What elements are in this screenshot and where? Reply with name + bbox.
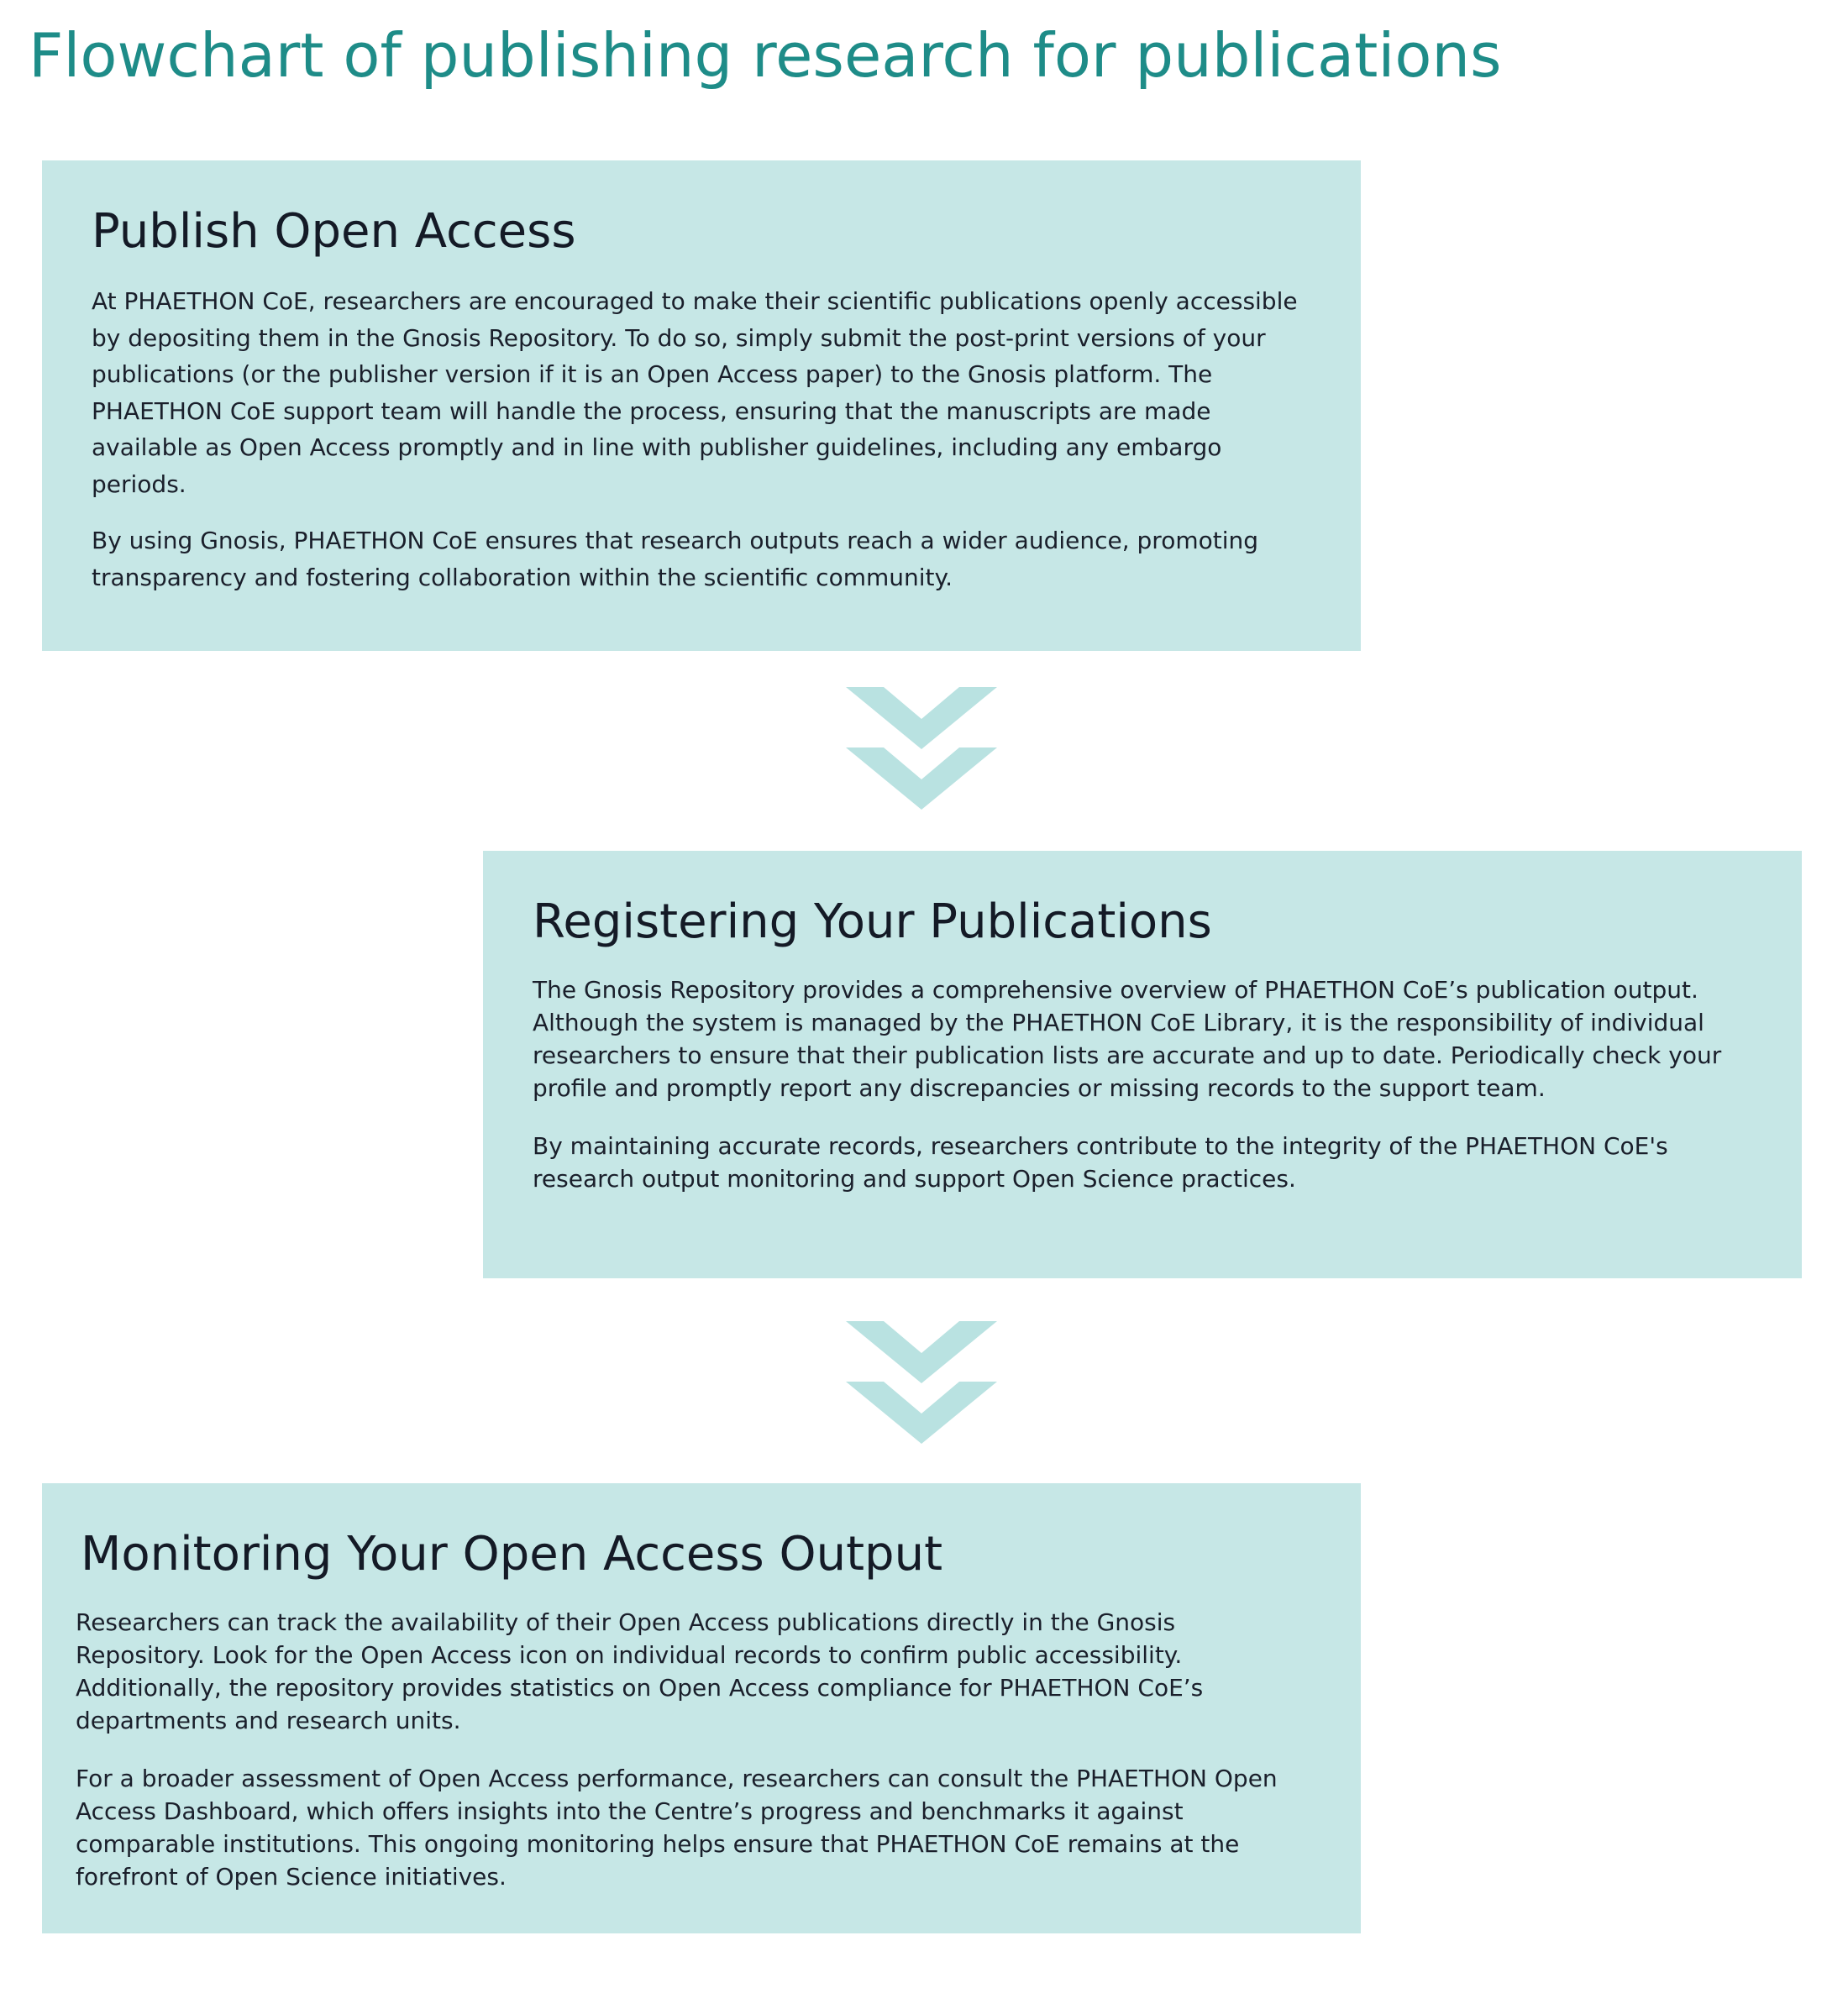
step-box-publish-open-access: Publish Open Access At PHAETHON CoE, res… — [42, 160, 1361, 651]
chevron-down-icon — [846, 687, 997, 749]
double-chevron-down-icon — [846, 1321, 997, 1444]
step-heading: Registering Your Publications — [533, 894, 1212, 949]
chevron-down-icon — [846, 1382, 997, 1444]
double-chevron-down-icon — [846, 687, 997, 810]
page-title: Flowchart of publishing research for pub… — [29, 20, 1502, 91]
step-paragraph: For a broader assessment of Open Access … — [76, 1765, 1278, 1891]
step-paragraph: At PHAETHON CoE, researchers are encoura… — [92, 287, 1298, 498]
chevron-down-icon — [846, 747, 997, 810]
step-box-monitoring-open-access-output: Monitoring Your Open Access Output Resea… — [42, 1483, 1361, 1933]
step-paragraph: By maintaining accurate records, researc… — [533, 1132, 1668, 1193]
step-paragraph: By using Gnosis, PHAETHON CoE ensures th… — [92, 527, 1259, 591]
step-heading: Monitoring Your Open Access Output — [81, 1527, 943, 1581]
step-paragraph: Researchers can track the availability o… — [76, 1608, 1204, 1734]
step-paragraph: The Gnosis Repository provides a compreh… — [533, 976, 1722, 1102]
step-box-registering-publications: Registering Your Publications The Gnosis… — [483, 851, 1802, 1278]
step-heading: Publish Open Access — [92, 204, 576, 259]
chevron-down-icon — [846, 1321, 997, 1383]
